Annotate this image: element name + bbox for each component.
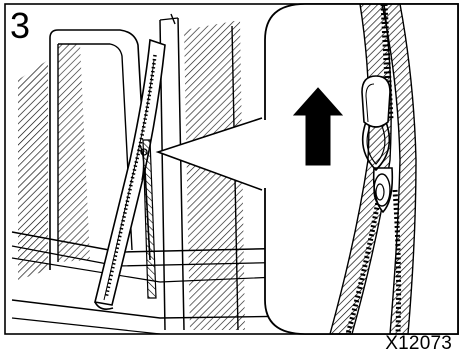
step-number: 3 (10, 8, 30, 44)
figure-code: X12073 (385, 334, 452, 354)
